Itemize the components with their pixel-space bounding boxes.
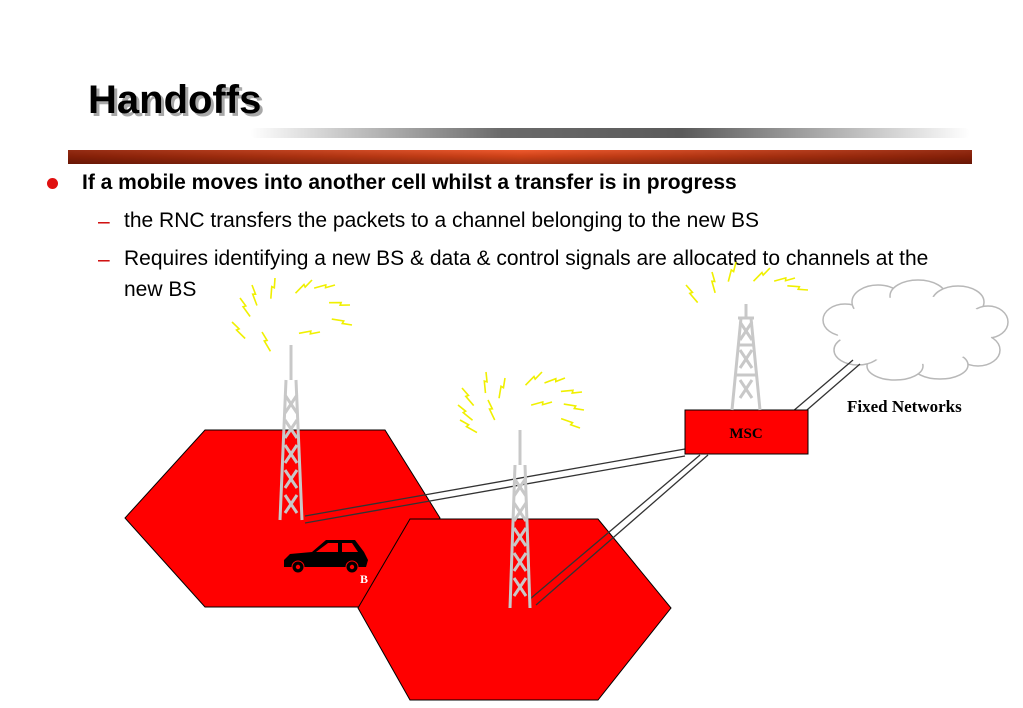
tower-icon xyxy=(278,345,304,521)
link-lines xyxy=(304,359,861,606)
signal-icon xyxy=(680,261,809,304)
title-underline xyxy=(250,128,970,138)
msc-label: MSC xyxy=(729,426,762,442)
sub-bullet-2: Requires identifying a new BS & data & c… xyxy=(124,247,929,301)
signal-icon xyxy=(454,367,585,434)
signal-icon xyxy=(227,275,353,353)
cloud-label: Fixed Networks xyxy=(847,397,962,416)
bullet-main-text: If a mobile moves into another cell whil… xyxy=(82,171,737,194)
accent-bar xyxy=(68,150,972,164)
msc-box xyxy=(684,409,809,455)
tower-icon xyxy=(508,430,532,609)
slide-title: Handoffs xyxy=(88,78,262,122)
bullet-icon xyxy=(47,178,58,189)
car-icon xyxy=(284,540,368,574)
cloud-icon xyxy=(822,279,1009,381)
dash-icon: – xyxy=(98,210,110,233)
sub-bullet-1: the RNC transfers the packets to a chann… xyxy=(124,209,760,232)
cell-right xyxy=(357,518,672,701)
car-label: B xyxy=(360,572,368,586)
tower-icon xyxy=(730,304,762,411)
dash-icon: – xyxy=(98,248,110,271)
